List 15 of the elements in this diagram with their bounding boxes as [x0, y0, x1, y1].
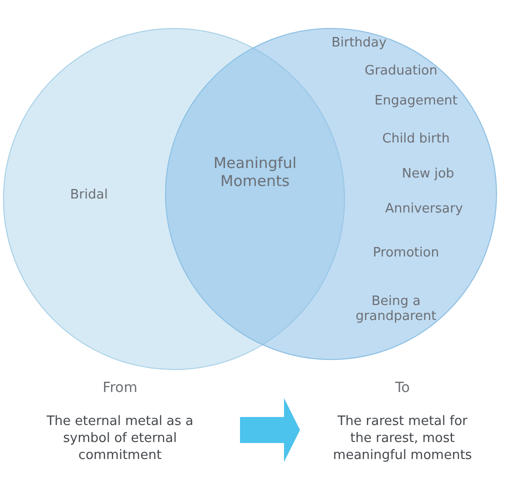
block-heading: To: [394, 380, 411, 397]
overlap-label: Meaningful Moments: [212, 154, 298, 190]
set-item: Engagement: [374, 94, 458, 108]
set-item: Promotion: [372, 246, 440, 260]
set-item: Child birth: [382, 132, 450, 146]
set-item: Anniversary: [385, 202, 463, 216]
set-item: Graduation: [364, 64, 438, 78]
set-item: Birthday: [331, 36, 387, 50]
description: The rarest metal for the rarest, most meaningful moments: [332, 413, 473, 464]
set-item: Being a grandparent: [354, 294, 438, 324]
block-heading: From: [102, 380, 138, 397]
description: The eternal metal as a symbol of eternal commitment: [46, 413, 194, 464]
arrow: [240, 398, 300, 462]
set-item: Bridal: [70, 188, 108, 202]
set-item: New job: [402, 166, 454, 182]
